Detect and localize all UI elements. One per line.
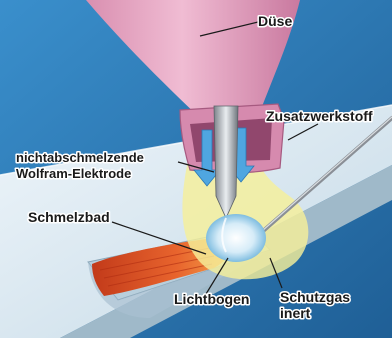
label-schutzgas-line2: inert	[280, 305, 311, 321]
label-lichtbogen: Lichtbogen	[174, 291, 249, 307]
label-electrode-line2: Wolfram-Elektrode	[16, 166, 131, 181]
label-zusatzwerkstoff: Zusatzwerkstoff	[266, 108, 373, 124]
arc	[206, 214, 266, 262]
label-schmelzbad: Schmelzbad	[28, 209, 110, 225]
label-schutzgas-line1: Schutzgas	[280, 289, 350, 305]
label-duese: Düse	[258, 13, 292, 29]
label-electrode-line1: nichtabschmelzende	[16, 150, 144, 165]
